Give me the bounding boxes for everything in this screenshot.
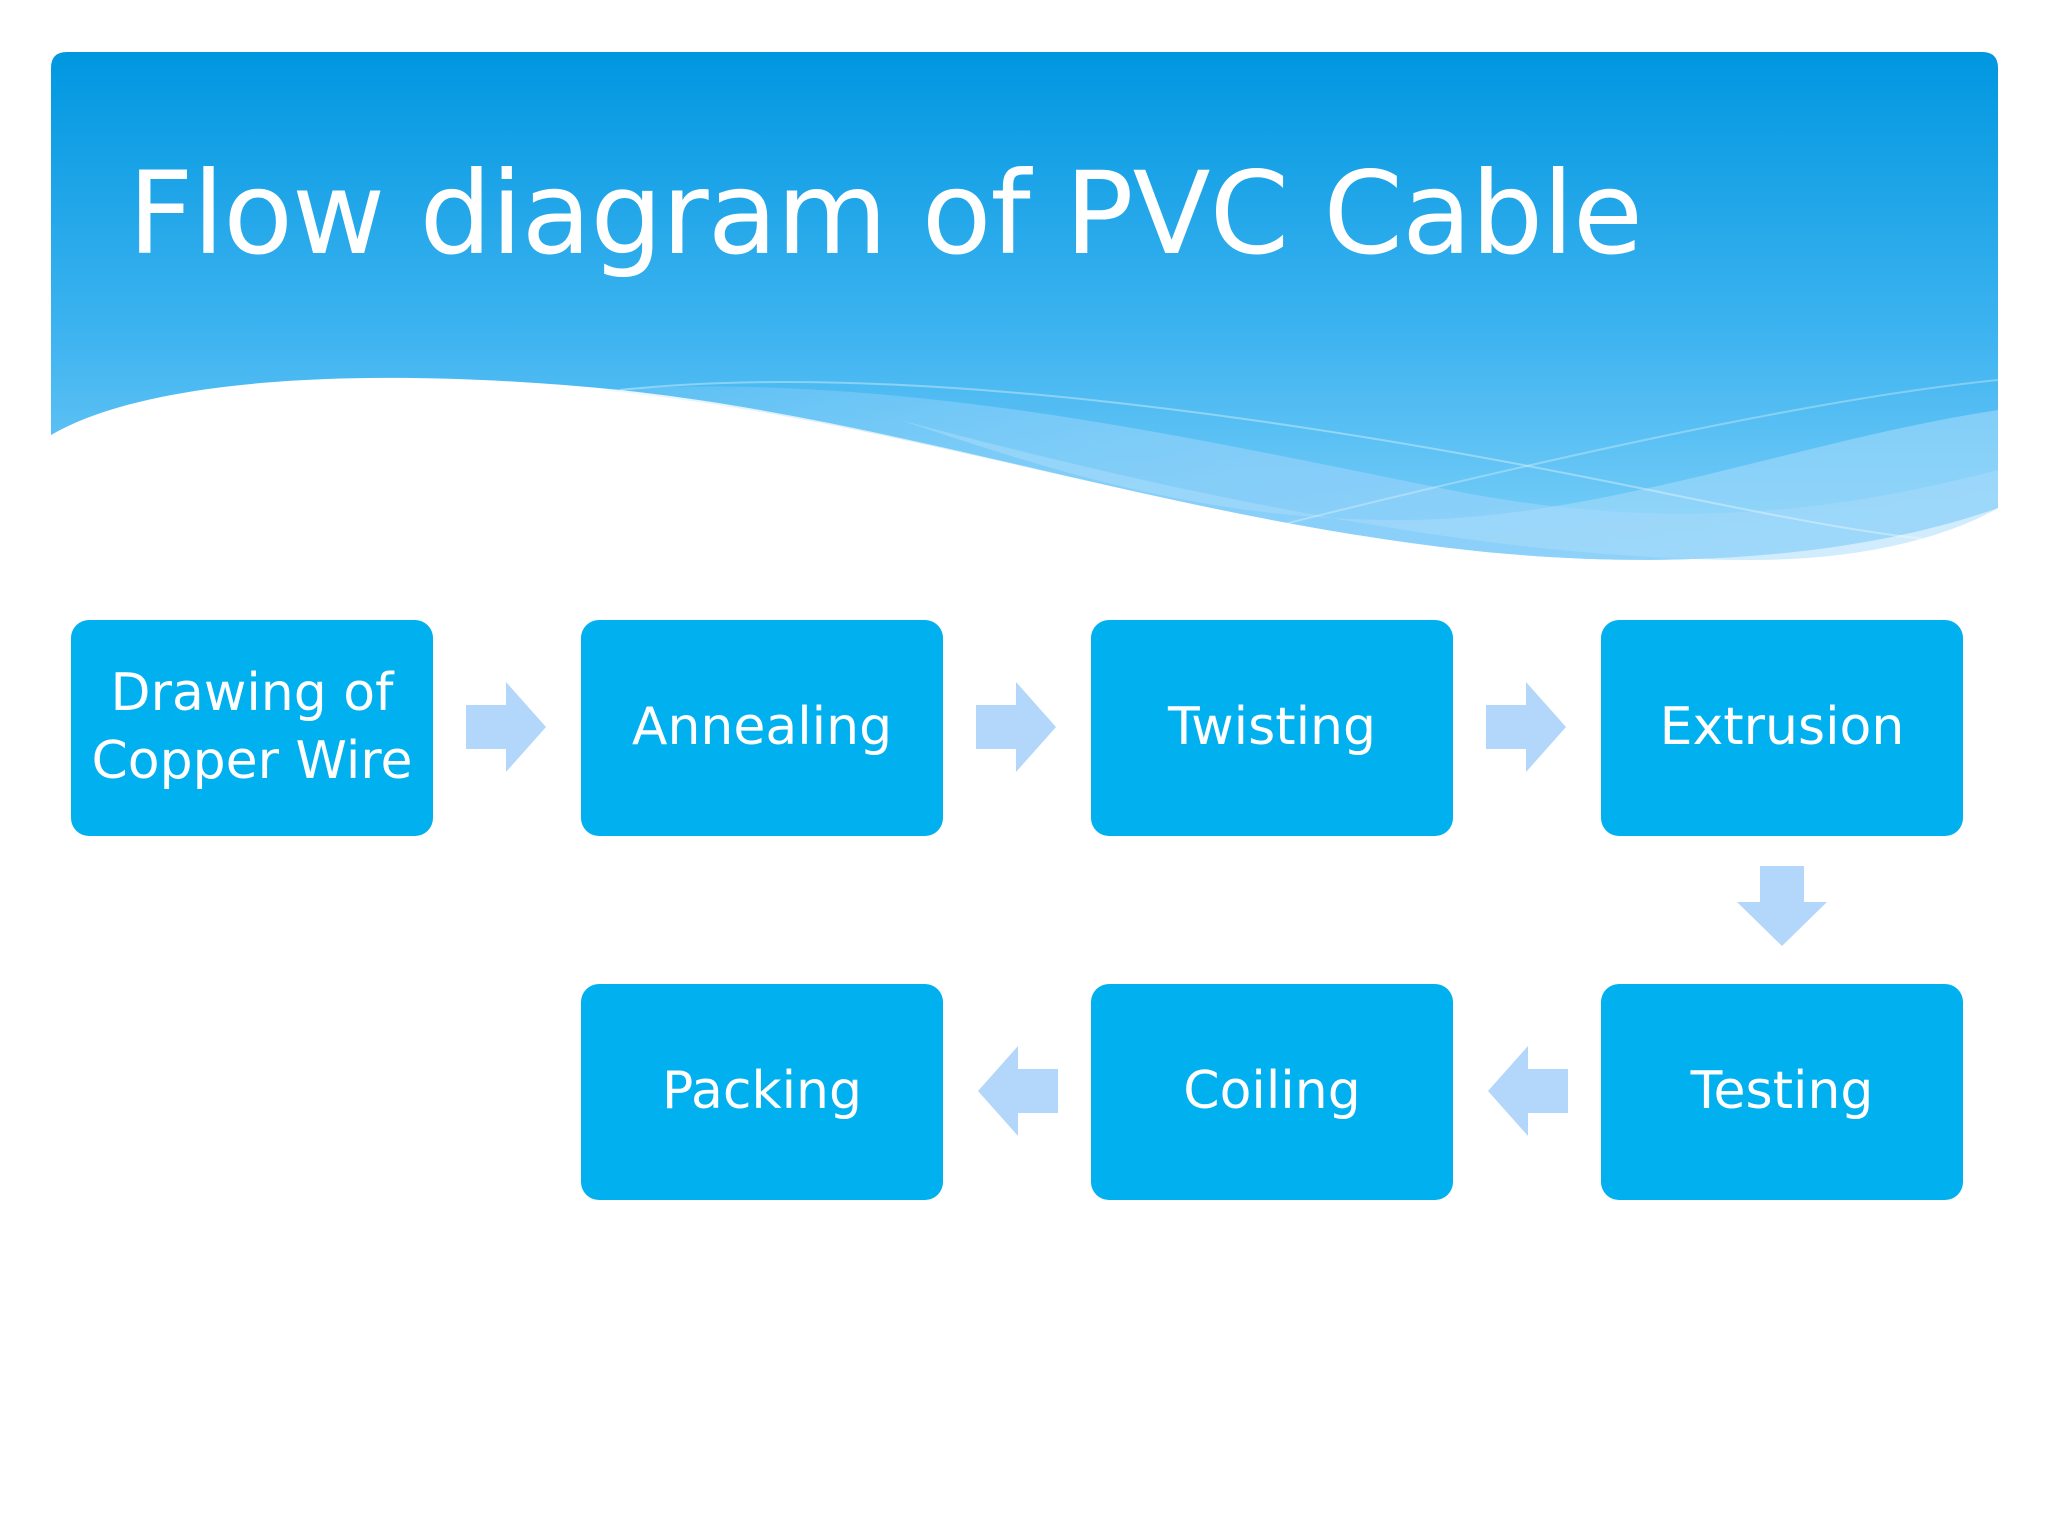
step-twisting: Twisting	[1091, 620, 1453, 836]
step-testing: Testing	[1601, 984, 1963, 1200]
header-wave-line	[619, 381, 1999, 546]
step-label: Annealing	[631, 697, 893, 758]
header-shape	[51, 52, 1998, 560]
step-label: Extrusion	[1659, 697, 1905, 758]
arrow-left-icon	[1488, 1046, 1568, 1136]
step-label-line2: Copper Wire	[91, 731, 413, 791]
step-label: Twisting	[1167, 697, 1377, 758]
step-drawing-copper-wire: Drawing of Copper Wire	[71, 620, 433, 836]
step-annealing: Annealing	[581, 620, 943, 836]
step-label: Testing	[1690, 1061, 1874, 1122]
header-wave-line	[1259, 379, 1999, 531]
step-label: Coiling	[1183, 1061, 1361, 1122]
step-label-line1: Drawing of	[110, 663, 394, 724]
step-packing: Packing	[581, 984, 943, 1200]
step-label: Packing	[661, 1061, 862, 1122]
arrow-right-icon	[976, 682, 1056, 772]
header-wave-background	[51, 52, 1999, 560]
step-extrusion: Extrusion	[1601, 620, 1963, 836]
arrow-right-icon	[1486, 682, 1566, 772]
slide-title: Flow diagram of PVC Cable	[128, 147, 1643, 280]
step-coiling: Coiling	[1091, 984, 1453, 1200]
arrow-right-icon	[466, 682, 546, 772]
arrow-left-icon	[978, 1046, 1058, 1136]
arrow-down-icon	[1737, 866, 1827, 946]
header-wave-band-2	[900, 410, 1998, 560]
